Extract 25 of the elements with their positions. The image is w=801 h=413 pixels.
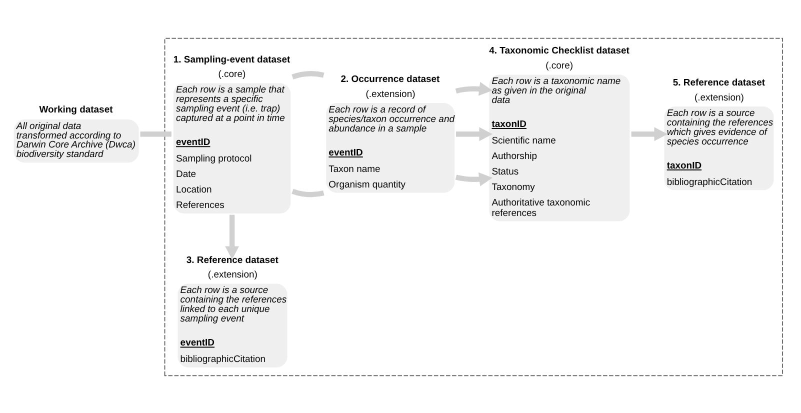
node-box: Each row is a taxonomic name as given in the original data taxonID Scientific name Authorship Status Taxonomy Authoritative taxonomic references [489, 74, 630, 221]
arrow [631, 126, 668, 141]
connector [292, 70, 324, 79]
node-label: 3. Reference dataset [186, 254, 278, 266]
node-label: 1. Sampling-event dataset [173, 54, 290, 65]
node-label: (.core) [218, 68, 246, 80]
node-label: 4. Taxonomic Checklist dataset [489, 45, 630, 56]
arrow [455, 81, 492, 96]
connector [140, 131, 172, 136]
connector [292, 188, 324, 197]
node-box: Each row is a sample that represents a specific sampling event (i.e. trap) captured at a point in time eventID Sampling protocol Date Location References [173, 82, 291, 213]
node-box: Each row is a source containing the references which gives evidence of species occurrence taxonID bibliographicCitation [664, 106, 774, 190]
node-label: Working dataset [39, 104, 113, 115]
node-label: (.extension) [208, 269, 258, 280]
node-label: (.extension) [694, 92, 744, 103]
node-label: 5. Reference dataset [672, 77, 765, 88]
node-label: 2. Occurrence dataset [340, 74, 440, 85]
node-box: Each row is a record of species/taxon occurrence and abundance in a sample eventID Taxon name Organism quantity [326, 102, 455, 192]
node-box: All original data transformed according to Darwin Core Archive (Dwca) biodiversity standard [14, 118, 139, 162]
cluster [164, 37, 783, 376]
arrow [225, 214, 240, 260]
node-label: (.extension) [366, 88, 416, 100]
arrow [456, 126, 493, 141]
node-label: (.core) [546, 60, 573, 71]
arrow [455, 172, 492, 186]
